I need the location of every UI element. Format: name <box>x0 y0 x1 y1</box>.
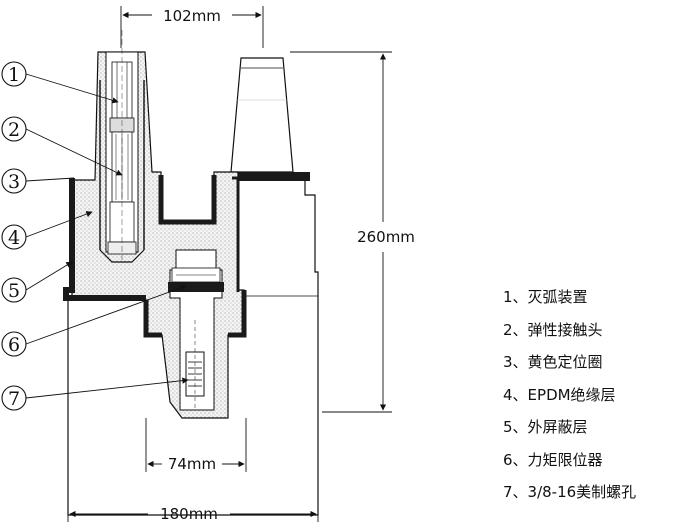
outer-shield <box>63 175 247 338</box>
callout-7: 7 <box>1 385 27 411</box>
svg-text:5: 5 <box>8 280 20 302</box>
callout-1: 1 <box>1 61 27 87</box>
callout-3: 3 <box>1 168 27 194</box>
dim-top-width: 102mm <box>163 7 221 25</box>
callout-5: 5 <box>1 277 27 303</box>
svg-text:7: 7 <box>8 388 20 410</box>
callout-4: 4 <box>1 224 27 250</box>
dimension-lines <box>67 6 392 522</box>
legend-item-6: 6、力矩限位器 <box>503 450 603 469</box>
dim-height: 260mm <box>357 228 415 246</box>
callout-6: 6 <box>1 331 27 357</box>
svg-text:4: 4 <box>8 227 20 249</box>
legend-item-5: 5、外屏蔽层 <box>503 418 588 436</box>
svg-text:6: 6 <box>8 334 20 356</box>
svg-text:3: 3 <box>8 171 20 193</box>
parts-legend: 1、灭弧装置 2、弹性接触头 3、黄色定位圈 4、EPDM绝缘层 5、外屏蔽层 … <box>503 285 636 513</box>
threaded-hole <box>185 320 205 410</box>
legend-item-4: 4、EPDM绝缘层 <box>503 385 616 404</box>
arc-extinguishing-device <box>105 30 139 260</box>
yellow-locating-ring <box>222 172 310 181</box>
callout-leaders <box>25 73 189 399</box>
callout-2: 2 <box>1 116 27 142</box>
bushing-cone <box>230 57 294 173</box>
legend-item-3: 3、黄色定位圈 <box>503 353 603 371</box>
svg-text:1: 1 <box>8 64 20 86</box>
legend-item-7: 7、3/8-16美制螺孔 <box>503 483 637 501</box>
torque-limiter <box>168 267 224 292</box>
legend-item-2: 2、弹性接触头 <box>503 320 603 339</box>
dim-bottom-inner: 74mm <box>168 455 216 473</box>
callout-circles: 1 2 3 4 5 6 7 <box>1 61 27 411</box>
dim-bottom-width: 180mm <box>160 505 218 522</box>
legend-item-1: 1、灭弧装置 <box>503 288 588 306</box>
svg-text:2: 2 <box>8 119 20 141</box>
elastic-contact <box>99 80 145 263</box>
